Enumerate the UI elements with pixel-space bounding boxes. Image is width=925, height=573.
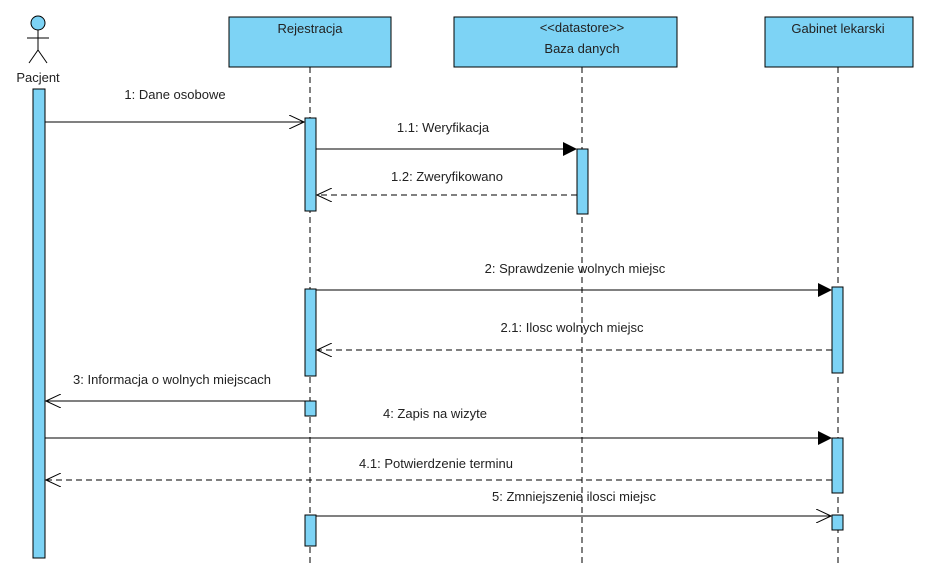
activation-pacjent bbox=[32, 88, 46, 559]
actor-label: Pacjent bbox=[16, 70, 60, 85]
message-label: 1: Dane osobowe bbox=[124, 87, 225, 102]
activation-gabinet-1 bbox=[831, 286, 844, 374]
message-label: 4: Zapis na wizyte bbox=[383, 406, 487, 421]
message-label: 1.2: Zweryfikowano bbox=[391, 169, 503, 184]
message-2-1: 2.1: Ilosc wolnych miejsc bbox=[317, 320, 832, 350]
message-1-2: 1.2: Zweryfikowano bbox=[317, 169, 577, 195]
message-4: 4: Zapis na wizyte bbox=[45, 406, 832, 445]
lifeline-box bbox=[228, 16, 392, 68]
lifeline-box bbox=[764, 16, 914, 68]
activation-rejestracja-1 bbox=[304, 117, 317, 212]
message-1-1: 1.1: Weryfikacja bbox=[316, 120, 577, 156]
activation-rejestracja-2 bbox=[304, 288, 317, 377]
actor-pacjent: Pacjent bbox=[16, 15, 60, 85]
lifeline-title: Rejestracja bbox=[277, 21, 343, 36]
lifeline-box bbox=[453, 16, 678, 68]
activation-rejestracja-4 bbox=[304, 514, 317, 547]
message-label: 3: Informacja o wolnych miejscach bbox=[73, 372, 271, 387]
message-label: 5: Zmniejszenie ilosci miejsc bbox=[492, 489, 656, 504]
actor-leg-left bbox=[28, 49, 39, 64]
actor-leg-right bbox=[37, 49, 48, 64]
message-label: 4.1: Potwierdzenie terminu bbox=[359, 456, 513, 471]
lifeline-title: Gabinet lekarski bbox=[791, 21, 884, 36]
message-2: 2: Sprawdzenie wolnych miejsc bbox=[316, 261, 832, 297]
lifeline-head-rejestracja: Rejestracja bbox=[228, 16, 392, 68]
activation-gabinet-2 bbox=[831, 437, 844, 494]
message-3: 3: Informacja o wolnych miejscach bbox=[46, 372, 305, 401]
message-1: 1: Dane osobowe bbox=[45, 87, 304, 122]
activation-baza-1 bbox=[576, 148, 589, 215]
actor-head bbox=[30, 15, 46, 31]
activation-gabinet-3 bbox=[831, 514, 844, 531]
lifeline-head-baza: <<datastore>> Baza danych bbox=[453, 16, 678, 68]
message-label: 2: Sprawdzenie wolnych miejsc bbox=[485, 261, 666, 276]
message-5: 5: Zmniejszenie ilosci miejsc bbox=[316, 489, 831, 516]
message-4-1: 4.1: Potwierdzenie terminu bbox=[46, 456, 832, 480]
message-label: 1.1: Weryfikacja bbox=[397, 120, 490, 135]
lifeline-head-gabinet: Gabinet lekarski bbox=[764, 16, 914, 68]
activation-rejestracja-3 bbox=[304, 400, 317, 417]
lifeline-stereotype: <<datastore>> bbox=[540, 20, 625, 35]
lifeline-title: Baza danych bbox=[544, 41, 619, 56]
message-label: 2.1: Ilosc wolnych miejsc bbox=[500, 320, 644, 335]
